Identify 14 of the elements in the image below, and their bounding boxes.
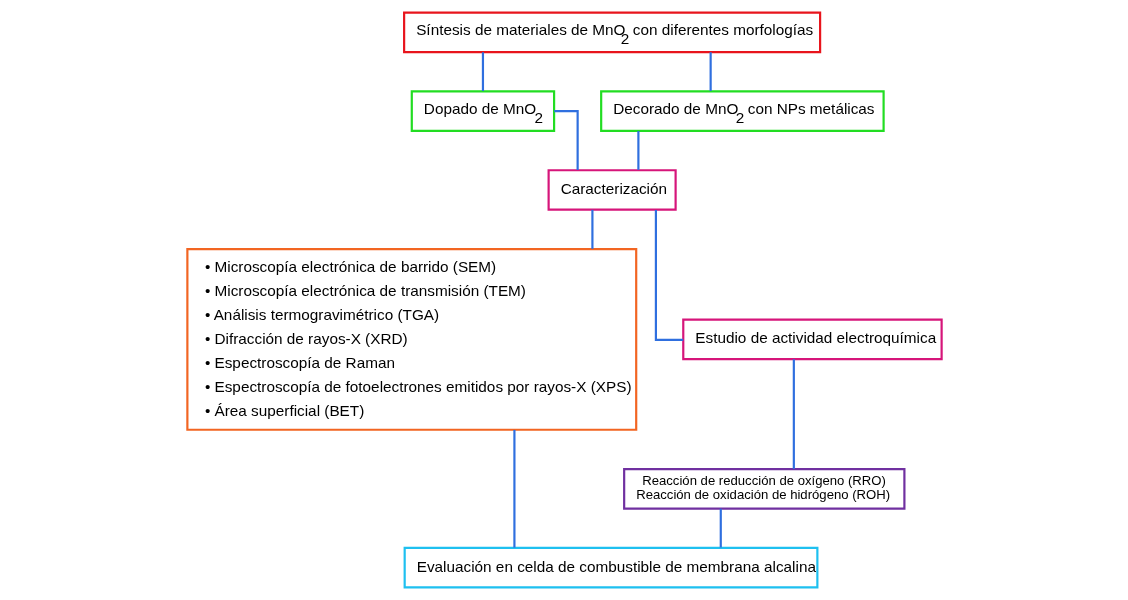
node-box: Evaluación en celda de combustible de membrana alcalina xyxy=(403,546,818,589)
connector xyxy=(636,131,639,170)
connector xyxy=(512,429,515,548)
connector xyxy=(481,52,484,91)
node-box: • Microscopía electrónica de barrido (SEM) • Microscopía electrónica de transmisión (TEM) • Análisis termogravimétrico (TGA) • Difracción de rayos-X (XRD) • Espectroscopía de Raman • Espectroscopía de fotoelectrones emitidos por rayos-X (XPS) • Área superficial (BET) xyxy=(185,248,637,431)
connector xyxy=(709,52,712,91)
connector xyxy=(719,508,722,548)
connector xyxy=(792,359,795,469)
node-box: Estudio de actividad electroquímica xyxy=(681,318,943,361)
connector xyxy=(654,209,683,342)
node-box: Caracterización xyxy=(547,169,677,211)
connector xyxy=(590,209,593,249)
node-box: Reacción de reducción de oxígeno (RRO) Reacción de oxidación de hidrógeno (ROH) xyxy=(622,468,905,510)
connector xyxy=(553,110,579,171)
